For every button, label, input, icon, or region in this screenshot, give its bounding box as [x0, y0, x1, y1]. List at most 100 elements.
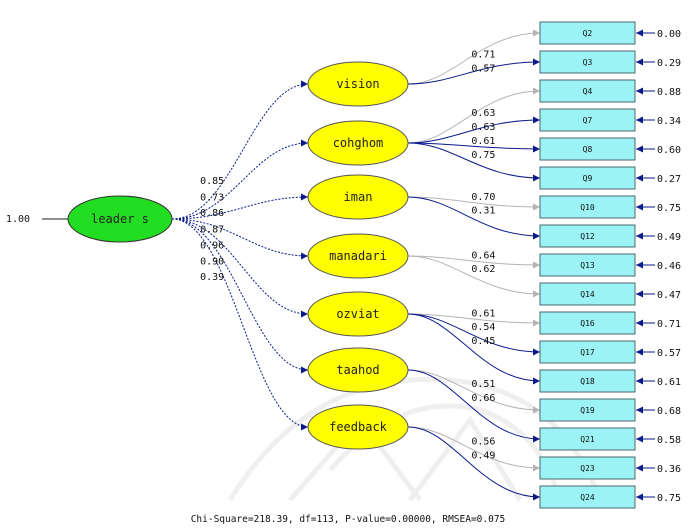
exogenous-variance-value: 1.00 [6, 214, 30, 225]
exogenous-latent-ellipse[interactable] [67, 195, 173, 243]
structural-loading-ozviat: 0.96 [200, 241, 224, 252]
latent-ellipse-ozviat[interactable] [307, 291, 409, 337]
error-variance-q24: 0.75 [657, 493, 681, 504]
indicator-label-q8: Q8 [583, 145, 593, 154]
error-variance-q17: 0.57 [657, 348, 681, 359]
indicator-box-q21[interactable] [539, 427, 636, 451]
latent-label-taahod: taahod [336, 363, 379, 377]
measurement-path-q12 [407, 196, 541, 240]
structural-path-ozviat [171, 218, 309, 318]
measurement-loading-q21: 0.66 [471, 393, 495, 404]
indicator-box-q19[interactable] [539, 398, 636, 422]
error-variance-q18: 0.61 [657, 377, 681, 388]
measurement-loading-q9: 0.75 [471, 150, 495, 161]
latent-label-cohghom: cohghom [333, 136, 384, 150]
indicator-box-q18[interactable] [539, 369, 636, 393]
measurement-loading-q19: 0.51 [471, 379, 495, 390]
indicator-label-q16: Q16 [580, 319, 595, 328]
structural-path-vision [171, 80, 309, 220]
structural-loading-manadari: 0.87 [200, 224, 224, 235]
error-variance-q4: 0.88 [657, 87, 681, 98]
measurement-path-q23 [407, 426, 541, 472]
measurement-loading-q2: 0.71 [471, 50, 495, 61]
measurement-loading-q12: 0.31 [471, 206, 495, 217]
indicator-box-q10[interactable] [539, 195, 636, 219]
latent-ellipse-taahod[interactable] [307, 347, 409, 393]
indicator-box-q17[interactable] [539, 340, 636, 364]
measurement-loading-q7: 0.63 [471, 122, 495, 133]
measurement-path-q2 [407, 29, 541, 85]
measurement-paths [407, 29, 541, 501]
structural-path-manadari [171, 218, 309, 260]
indicator-box-q13[interactable] [539, 253, 636, 277]
indicator-label-q3: Q3 [583, 58, 593, 67]
indicator-box-q14[interactable] [539, 282, 636, 306]
measurement-path-q13 [407, 255, 541, 269]
latent-ellipse-manadari[interactable] [307, 233, 409, 279]
error-variance-q2: 0.00 [657, 29, 681, 40]
measurement-loading-q24: 0.49 [471, 451, 495, 462]
error-variance-q16: 0.71 [657, 319, 681, 330]
measurement-loading-q17: 0.54 [471, 322, 495, 333]
indicator-box-q9[interactable] [539, 166, 636, 190]
indicator-label-q23: Q23 [580, 464, 595, 473]
latent-ellipse-vision[interactable] [307, 61, 409, 107]
measurement-path-q18 [407, 313, 541, 385]
latent-label-vision: vision [336, 77, 379, 91]
structural-path-taahod [171, 218, 309, 374]
indicator-box-q8[interactable] [539, 137, 636, 161]
measurement-loading-q8: 0.61 [471, 136, 495, 147]
structural-path-cohghom [171, 139, 309, 220]
indicator-box-q23[interactable] [539, 456, 636, 480]
error-variance-q13: 0.46 [657, 261, 681, 272]
indicator-box-q24[interactable] [539, 485, 636, 509]
error-variance-q14: 0.47 [657, 290, 681, 301]
indicator-label-q13: Q13 [580, 261, 595, 270]
fit-statistics: Chi-Square=218.39, df=113, P-value=0.000… [191, 514, 506, 525]
measurement-path-q24 [407, 426, 541, 501]
measurement-path-q16 [407, 313, 541, 327]
indicator-box-q2[interactable] [539, 21, 636, 45]
indicator-box-q3[interactable] [539, 50, 636, 74]
latent-ellipse-iman[interactable] [307, 174, 409, 220]
indicator-box-q12[interactable] [539, 224, 636, 248]
structural-path-feedback [171, 218, 309, 431]
indicator-label-q2: Q2 [583, 29, 593, 38]
latent-label-iman: iman [344, 190, 373, 204]
indicator-box-q7[interactable] [539, 108, 636, 132]
indicator-label-q10: Q10 [580, 203, 595, 212]
measurement-path-q4 [407, 87, 541, 144]
structural-loading-iman: 0.86 [200, 208, 224, 219]
indicator-label-q18: Q18 [580, 377, 595, 386]
error-variance-q12: 0.49 [657, 232, 681, 243]
latent-ellipse-feedback[interactable] [307, 404, 409, 450]
indicator-label-q12: Q12 [580, 232, 595, 241]
indicator-label-q24: Q24 [580, 493, 595, 502]
latent-label-manadari: manadari [329, 249, 387, 263]
indicator-box-q4[interactable] [539, 79, 636, 103]
exogenous-latent-label: leader s [91, 212, 149, 226]
structural-loading-taahod: 0.90 [200, 256, 224, 267]
indicator-label-q9: Q9 [583, 174, 593, 183]
measurement-path-q19 [407, 369, 541, 414]
measurement-loading-q3: 0.57 [471, 63, 495, 74]
error-variance-q7: 0.34 [657, 116, 681, 127]
error-variance-q10: 0.75 [657, 203, 681, 214]
indicator-label-q14: Q14 [580, 290, 595, 299]
error-variance-q3: 0.29 [657, 58, 681, 69]
indicator-label-q21: Q21 [580, 435, 595, 444]
indicator-box-q16[interactable] [539, 311, 636, 335]
measurement-loading-q13: 0.64 [471, 250, 495, 261]
error-variance-q21: 0.58 [657, 435, 681, 446]
error-variance-q23: 0.36 [657, 464, 681, 475]
latent-ellipse-cohghom[interactable] [307, 120, 409, 166]
structural-loading-cohghom: 0.73 [200, 193, 224, 204]
measurement-loading-q23: 0.56 [471, 437, 495, 448]
measurement-path-q17 [407, 313, 541, 356]
indicator-label-q4: Q4 [583, 87, 593, 96]
measurement-path-q10 [407, 196, 541, 211]
latent-label-ozviat: ozviat [336, 307, 379, 321]
